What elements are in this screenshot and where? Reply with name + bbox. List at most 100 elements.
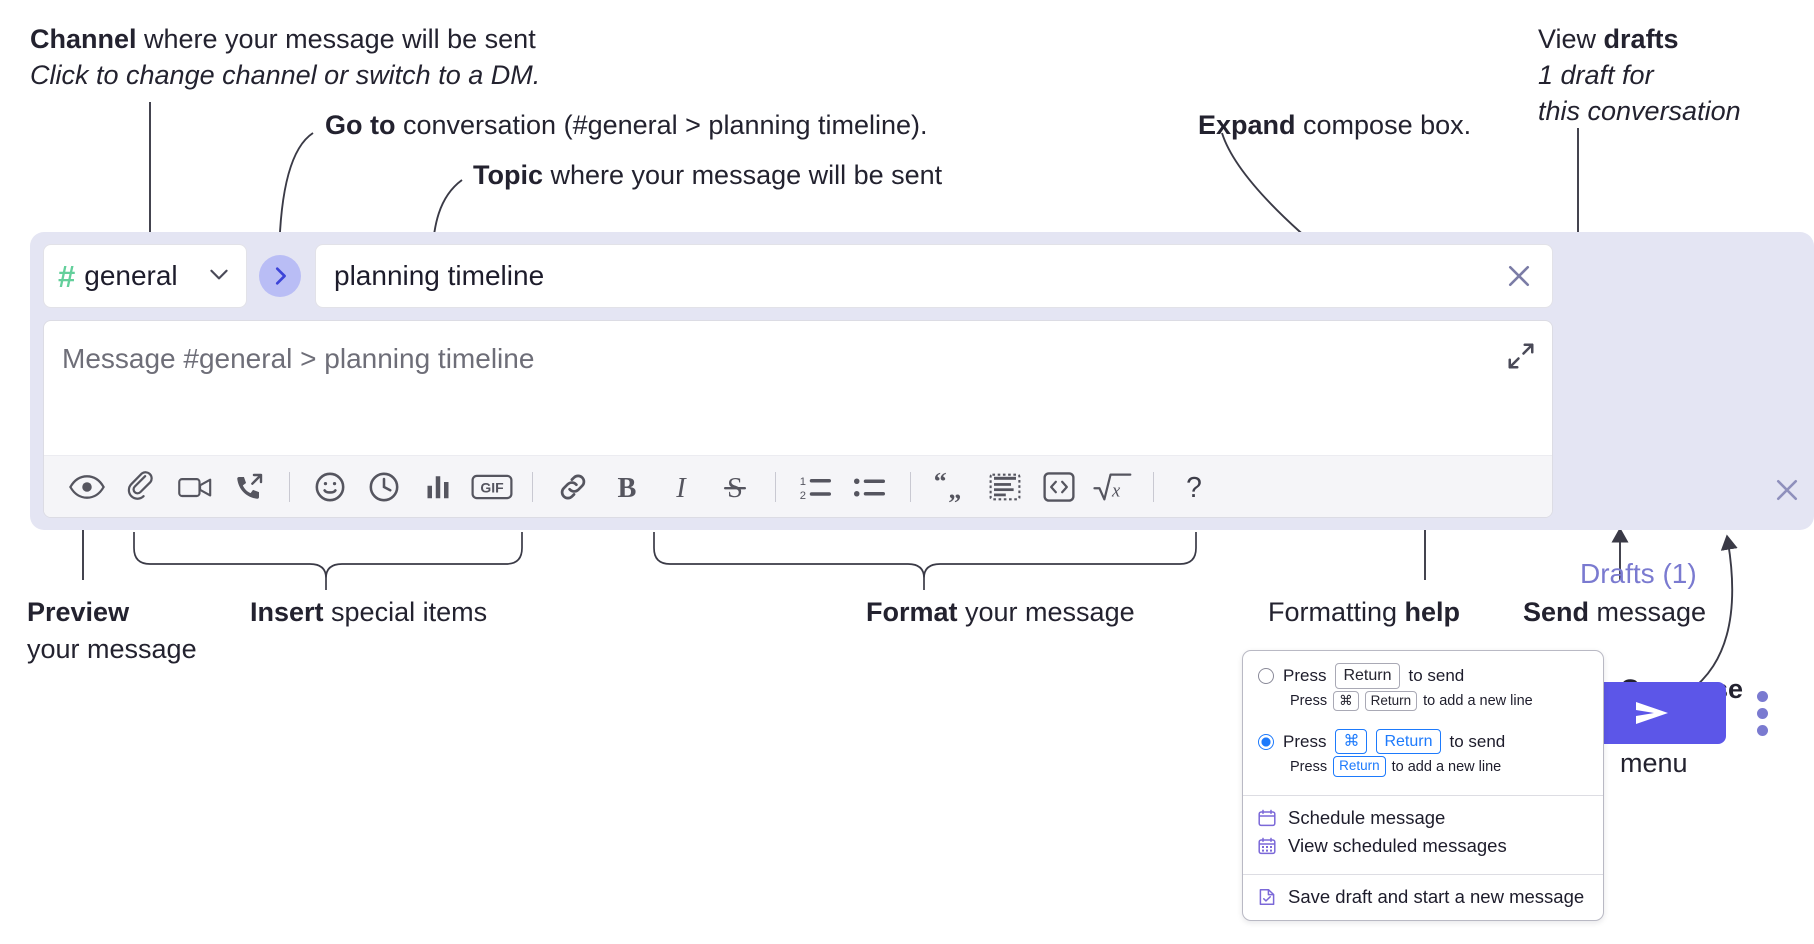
ordered-list-button[interactable]: 1 2 [789, 464, 843, 510]
annotation-preview-bold: Preview [27, 597, 130, 627]
expand-diagonal-icon [1508, 343, 1534, 369]
svg-text:I: I [675, 472, 687, 502]
annotation-expand: Expand compose box. [1198, 108, 1471, 143]
smiley-icon [315, 472, 345, 501]
clear-topic-button[interactable] [1500, 257, 1538, 295]
close-icon [1508, 265, 1530, 287]
annotation-expand-bold: Expand [1198, 110, 1296, 140]
annotation-help-bold: help [1404, 597, 1461, 627]
close-icon [1776, 479, 1798, 501]
strikethrough-button[interactable]: S [708, 464, 762, 510]
svg-text:2: 2 [800, 489, 806, 501]
annotation-goto-bold: Go to [325, 110, 396, 140]
strikethrough-icon: S [723, 472, 747, 503]
math-button[interactable]: x [1086, 464, 1140, 510]
record-audio-button[interactable] [222, 464, 276, 510]
poll-button[interactable] [411, 464, 465, 510]
option2-sub-tail: to add a new line [1391, 758, 1502, 775]
menu-divider-2 [1243, 873, 1603, 875]
annotation-preview-rest: your message [27, 634, 197, 664]
menu-item-label: Schedule message [1288, 806, 1446, 828]
send-option-return[interactable]: Press Return to send [1243, 651, 1603, 691]
message-input-box[interactable]: Message #general > planning timeline [43, 320, 1553, 518]
annotation-topic-bold: Topic [473, 160, 543, 190]
code-block-button[interactable] [978, 464, 1032, 510]
vertical-dots-icon-dot-1 [1756, 690, 1768, 702]
kbd-return-sub-2: Return [1333, 756, 1386, 777]
annotation-drafts-italic1: 1 draft for [1538, 60, 1654, 90]
annotation-preview: Preview [27, 595, 129, 630]
goto-conversation-button[interactable] [259, 255, 301, 297]
close-composer-button[interactable] [1767, 470, 1807, 510]
compose-options-menu-button[interactable] [1742, 684, 1782, 742]
attach-file-button[interactable] [114, 464, 168, 510]
annotation-expand-rest: compose box. [1295, 110, 1472, 140]
bar-chart-icon [427, 475, 449, 498]
annotation-preview-sub: your message [27, 632, 197, 667]
gif-icon: GIF [471, 474, 513, 499]
inline-code-button[interactable] [1032, 464, 1086, 510]
blockquote-button[interactable]: “ „ [924, 464, 978, 510]
question-mark-icon: ? [1186, 471, 1202, 503]
annotation-goto-rest: conversation (#general > planning timeli… [395, 110, 928, 140]
separator-4 [910, 471, 911, 502]
svg-text:B: B [618, 472, 637, 502]
square-root-icon: x [1093, 473, 1132, 501]
schedule-button[interactable] [357, 464, 411, 510]
kbd-return-2: Return [1376, 728, 1441, 755]
vertical-dots-icon-dot-2 [1756, 707, 1768, 719]
menu-item-schedule-message[interactable]: Schedule message [1243, 796, 1603, 832]
annotation-channel-italic: Click to change channel or switch to a D… [30, 60, 541, 90]
calendar-icon [1257, 808, 1277, 828]
composer-header-row: # general planning timeline [43, 244, 1553, 308]
formatting-help-button[interactable]: ? [1167, 464, 1221, 510]
emoji-button[interactable] [303, 464, 357, 510]
drafts-link[interactable]: Drafts (1) [1580, 558, 1697, 589]
preview-button[interactable] [60, 464, 114, 510]
annotation-format: Format your message [866, 595, 1135, 630]
annotation-compose-options-3: menu [1620, 746, 1688, 781]
menu-item-save-draft[interactable]: Save draft and start a new message [1243, 875, 1603, 920]
radio-cmd-return-to-send[interactable] [1258, 733, 1274, 750]
clock-icon [369, 472, 399, 501]
chevron-right-icon [275, 267, 286, 285]
menu-item-label: Save draft and start a new message [1288, 885, 1585, 907]
annotation-format-bold: Format [866, 597, 958, 627]
option2-press: Press [1283, 731, 1327, 751]
expand-compose-box-button[interactable] [1504, 339, 1538, 373]
composer-inner: # general planning timeline [43, 244, 1553, 518]
annotation-send-rest: message [1589, 597, 1707, 627]
annotation-insert: Insert special items [250, 595, 487, 630]
kbd-command-2: ⌘ [1335, 728, 1368, 755]
svg-text:GIF: GIF [480, 479, 503, 495]
svg-text:“: “ [934, 471, 947, 495]
bulleted-list-button[interactable] [843, 464, 897, 510]
annotation-drafts-sub1: 1 draft for [1538, 58, 1654, 93]
menu-item-view-scheduled-messages[interactable]: View scheduled messages [1243, 832, 1603, 868]
video-camera-icon [178, 477, 212, 497]
topic-value: planning timeline [334, 260, 545, 291]
gif-button[interactable]: GIF [465, 464, 519, 510]
separator-5 [1153, 471, 1154, 502]
annotation-drafts-italic2: this conversation [1538, 96, 1741, 126]
italic-button[interactable]: I [654, 464, 708, 510]
message-input-placeholder: Message #general > planning timeline [62, 343, 535, 374]
annotation-topic-rest: where your message will be sent [543, 160, 943, 190]
ordered-list-icon: 1 2 [800, 476, 831, 501]
radio-return-to-send[interactable] [1258, 667, 1274, 684]
topic-field[interactable]: planning timeline [315, 244, 1553, 308]
svg-text:x: x [1111, 480, 1121, 501]
chevron-down-icon [206, 261, 232, 292]
quote-icon: “ „ [934, 471, 962, 503]
calendar-grid-icon [1257, 836, 1277, 856]
send-option-cmd-return[interactable]: Press ⌘ Return to send [1243, 719, 1603, 757]
annotation-compose-options-rest: menu [1620, 748, 1688, 778]
record-video-button[interactable] [168, 464, 222, 510]
send-option-return-sub: Press ⌘ Return to add a new line [1243, 690, 1603, 719]
channel-selector[interactable]: # general [43, 244, 247, 308]
bold-button[interactable]: B [600, 464, 654, 510]
kbd-return-sub: Return [1364, 690, 1418, 711]
annotation-channel-sub: Click to change channel or switch to a D… [30, 58, 540, 93]
link-button[interactable] [546, 464, 600, 510]
link-icon [560, 474, 586, 499]
